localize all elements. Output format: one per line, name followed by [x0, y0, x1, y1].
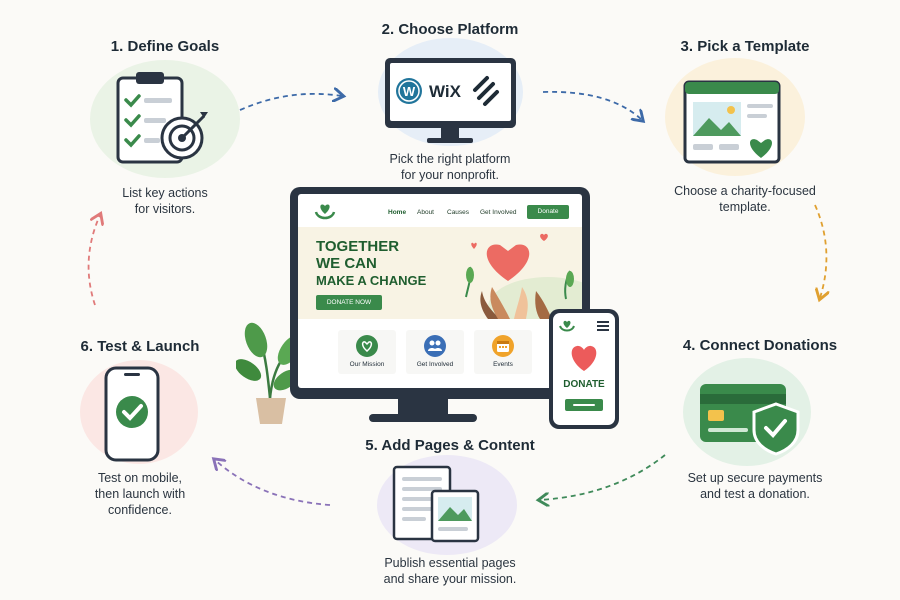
phone-heart-icon: [571, 345, 597, 371]
step-5-title: 5. Add Pages & Content: [365, 437, 535, 454]
phone-donate-label: DONATE: [563, 379, 605, 390]
wix-logo: WiX: [429, 82, 462, 101]
hamburger-menu-icon[interactable]: [597, 321, 609, 331]
step-6-title: 6. Test & Launch: [80, 338, 200, 355]
step-4-title: 4. Connect Donations: [682, 337, 838, 354]
template-browser-icon: [683, 80, 781, 164]
nav-causes[interactable]: Causes: [447, 209, 470, 216]
arrow-3-to-4: [814, 204, 826, 298]
arrow-2-to-3: [542, 91, 642, 120]
hero-heart-icon: [486, 244, 530, 281]
monitor-base: [369, 414, 477, 422]
squarespace-icon: [473, 76, 499, 106]
people-icon: [424, 335, 446, 357]
nav-donate-button[interactable]: Donate: [527, 205, 569, 219]
arrow-6-to-1: [87, 215, 100, 306]
nav-home[interactable]: Home: [388, 209, 407, 216]
arrow-4-to-5: [540, 454, 666, 500]
phone-screen: DONATE: [553, 313, 615, 425]
step-1-title: 1. Define Goals: [110, 38, 220, 55]
card-events-label: Events: [493, 361, 513, 368]
wordpress-icon: [396, 78, 422, 104]
secure-card-icon: [700, 384, 800, 456]
checklist-target-icon: [116, 72, 208, 164]
hero-donate-now-button[interactable]: DONATE NOW: [316, 295, 382, 310]
mobile-check-icon: [104, 366, 160, 462]
hero-headline: TOGETHER WE CAN MAKE A CHANGE: [316, 238, 427, 288]
site-logo-icon: [314, 204, 336, 220]
card-events[interactable]: Events: [474, 330, 532, 374]
phone-logo-icon: [559, 320, 575, 332]
pages-content-icon: [392, 465, 480, 543]
nav-get-involved[interactable]: Get Involved: [480, 209, 517, 216]
card-get-involved[interactable]: Get Involved: [406, 330, 464, 374]
card-our-mission[interactable]: Our Mission: [338, 330, 396, 374]
monitor-neck: [398, 399, 448, 415]
website-screen: Home About Causes Get Involved Donate TO…: [298, 194, 582, 388]
nav-about[interactable]: About: [417, 209, 434, 216]
calendar-icon: [492, 335, 514, 357]
arrow-1-to-2: [239, 94, 342, 111]
step-2-title: 2. Choose Platform: [381, 21, 519, 38]
card-our-mission-label: Our Mission: [349, 361, 385, 368]
hero-illustration: [465, 233, 582, 319]
platform-monitor: W WiX: [385, 58, 516, 143]
svg-text:W: W: [403, 84, 416, 99]
mission-icon: [356, 335, 378, 357]
arrow-5-to-6: [215, 460, 331, 506]
card-get-involved-label: Get Involved: [416, 361, 454, 368]
step-3-title: 3. Pick a Template: [680, 38, 810, 55]
phone-donate-button[interactable]: [565, 399, 603, 411]
